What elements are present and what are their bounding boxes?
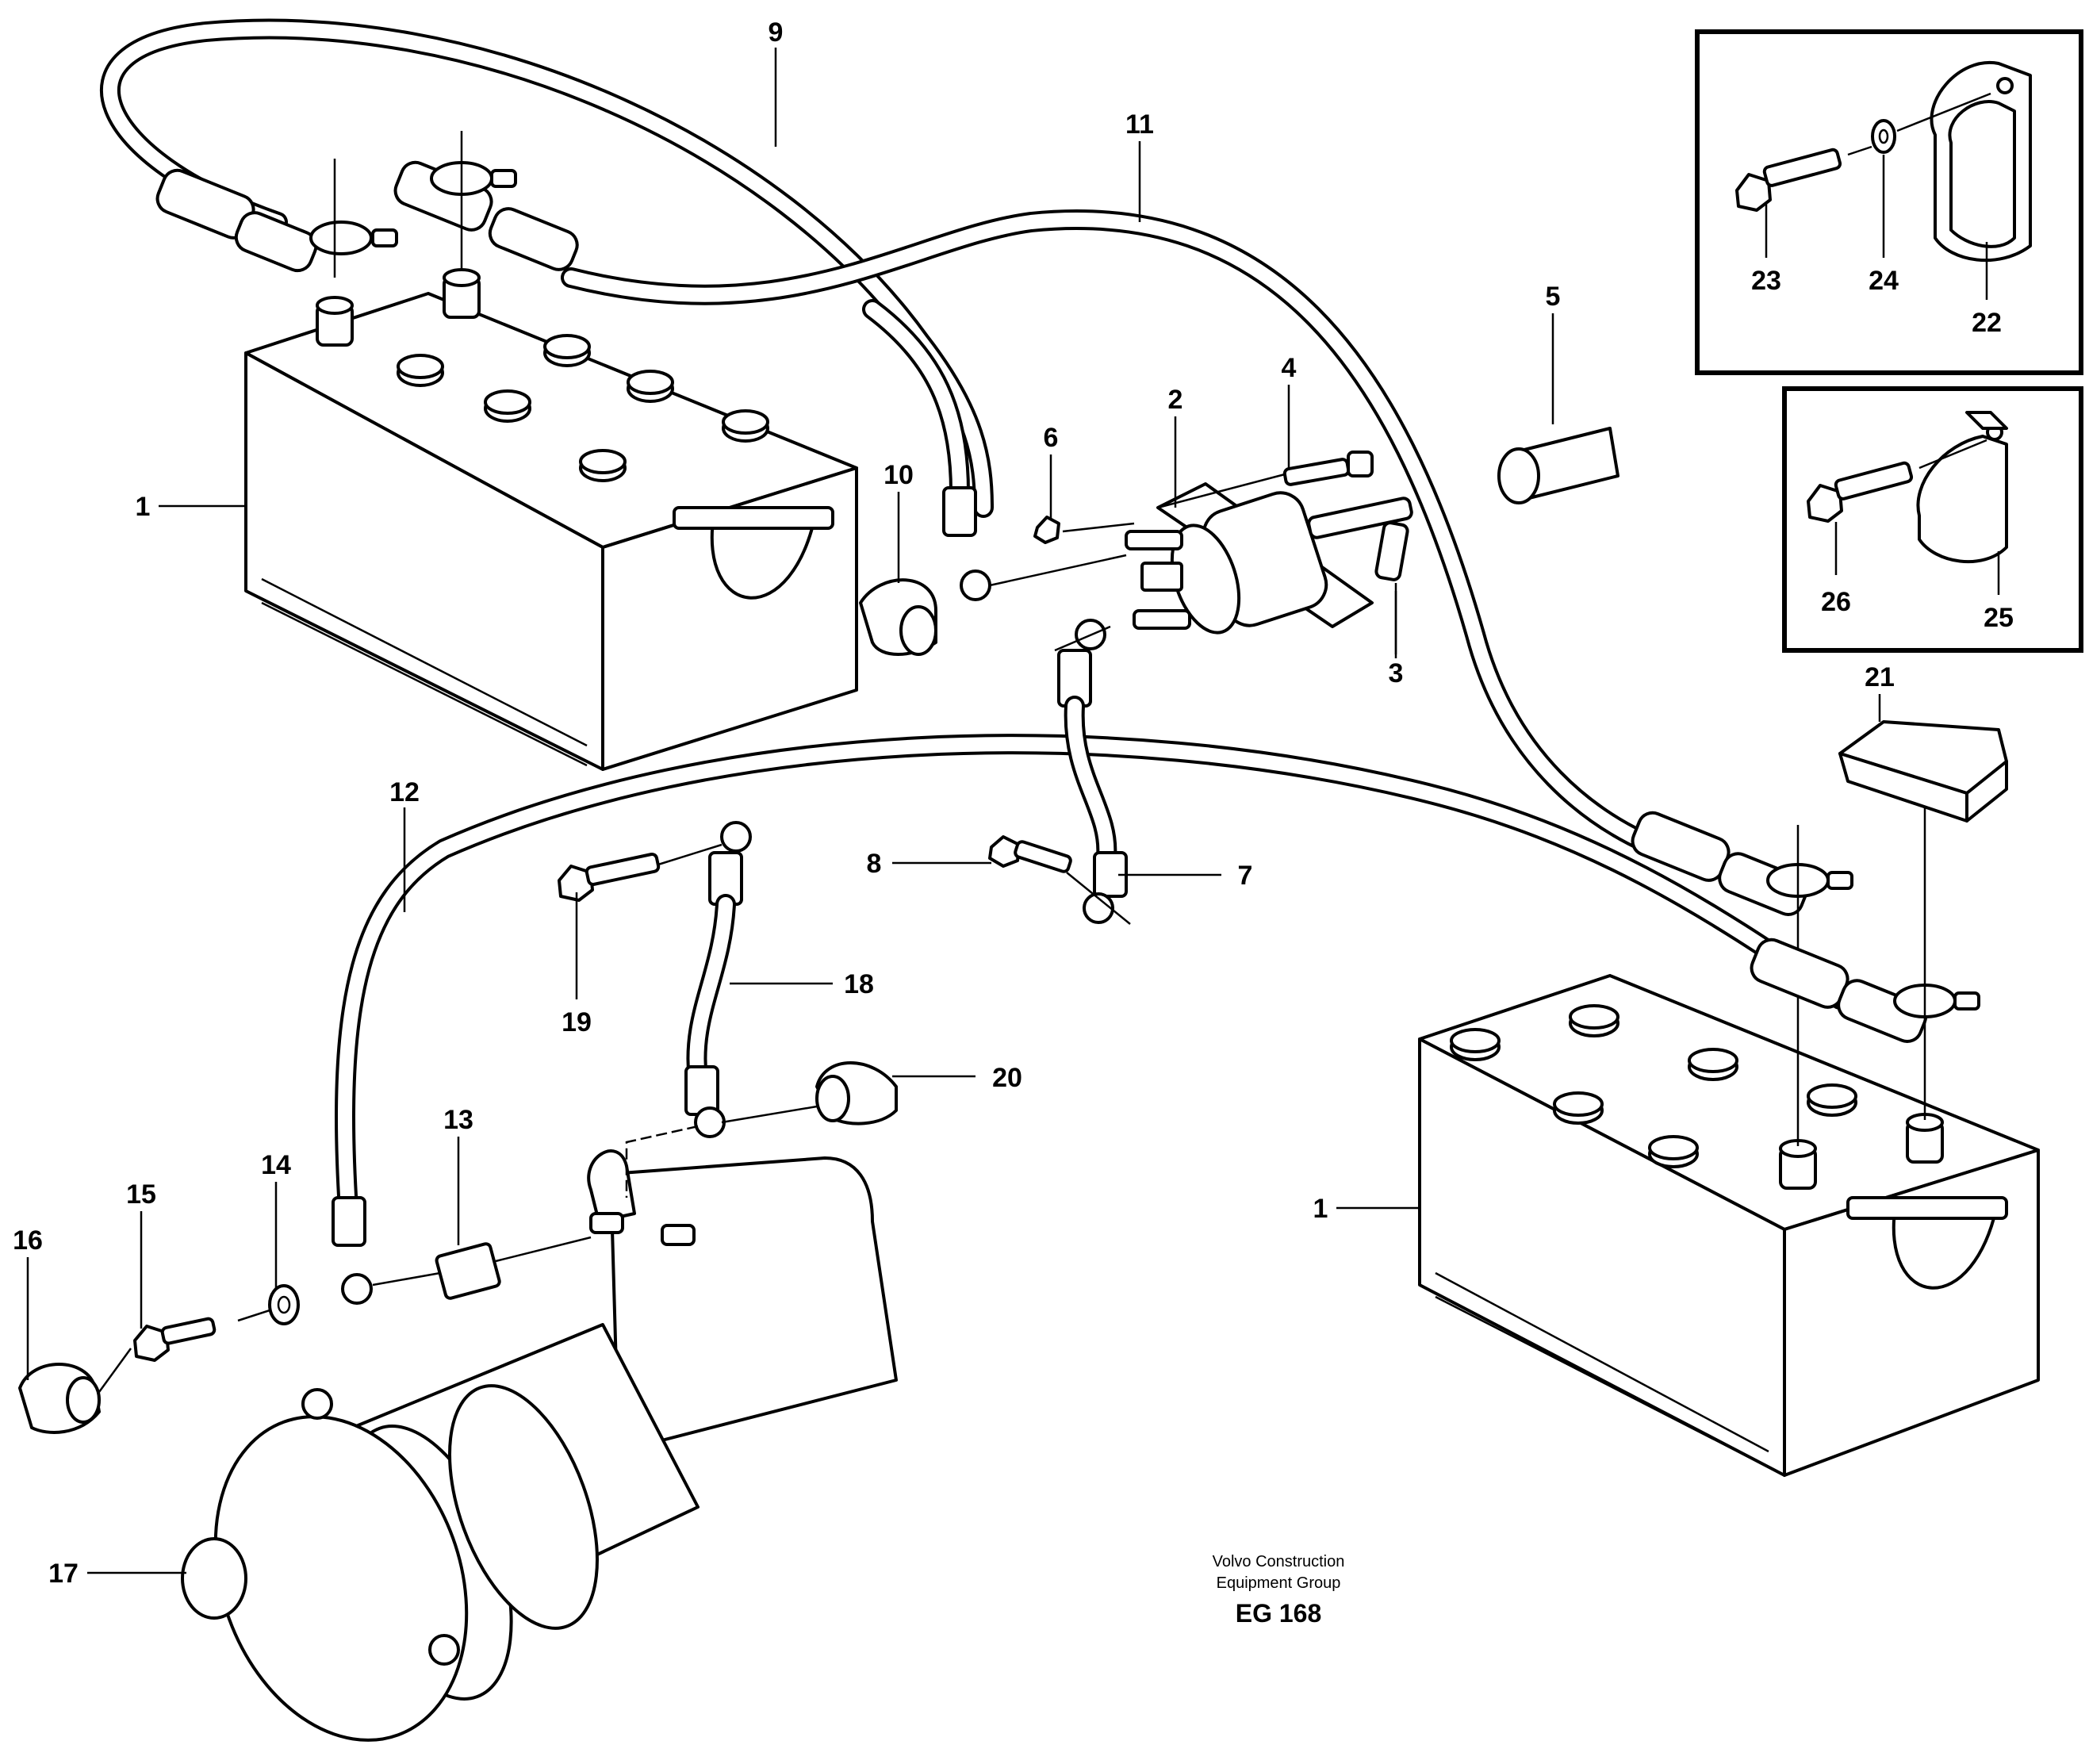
battery-bottom	[1418, 974, 2040, 1477]
callout-6: 6	[1044, 423, 1059, 453]
terminal-clamp	[1631, 811, 1853, 1146]
boot	[18, 1348, 132, 1434]
cable-end	[332, 1196, 441, 1305]
bolt	[988, 835, 1131, 925]
inset-clamp-large	[1695, 29, 2083, 375]
callout-16: 16	[13, 1225, 43, 1256]
callout-23: 23	[1751, 266, 1781, 296]
callout-7: 7	[1238, 861, 1253, 891]
battery-top	[244, 268, 858, 771]
callout-1: 1	[136, 492, 151, 522]
callout-19: 19	[562, 1007, 592, 1037]
callout-26: 26	[1821, 587, 1851, 617]
callout-3: 3	[1389, 658, 1404, 688]
caption-code: EG 168	[1236, 1599, 1322, 1628]
caption-line-2: Equipment Group	[1217, 1574, 1341, 1592]
callout-9: 9	[769, 17, 784, 48]
boot	[859, 578, 937, 656]
cable-12	[335, 734, 1850, 1232]
caption-line-1: Volvo Construction	[1213, 1553, 1345, 1570]
cable-end	[862, 299, 1127, 601]
callout-8: 8	[867, 849, 882, 879]
relay	[1125, 482, 1413, 635]
callout-14: 14	[261, 1150, 291, 1180]
callout-24: 24	[1869, 266, 1899, 296]
callout-2: 2	[1168, 385, 1183, 415]
callout-13: 13	[443, 1105, 473, 1135]
battery-cap	[397, 334, 769, 482]
callout-15: 15	[126, 1179, 156, 1210]
washer	[268, 1284, 300, 1325]
callout-5: 5	[1546, 282, 1561, 312]
callout-22: 22	[1972, 308, 2002, 338]
callout-21: 21	[1865, 662, 1895, 692]
bolt	[1157, 451, 1374, 509]
ground-strap	[1054, 619, 1128, 924]
cable-11	[561, 209, 1692, 867]
callout-leaders	[26, 48, 2000, 1574]
callout-12: 12	[389, 777, 420, 807]
battery-terminal	[316, 268, 481, 347]
terminal-cover	[1838, 720, 2008, 823]
callout-25: 25	[1984, 603, 2014, 633]
starter-motor	[181, 1149, 898, 1742]
callout-20: 20	[992, 1063, 1022, 1093]
cable-9	[100, 18, 994, 518]
callout-17: 17	[48, 1559, 79, 1589]
caption: Volvo Construction Equipment Group EG 16…	[1213, 1553, 1345, 1628]
nut	[1033, 516, 1135, 544]
callout-11: 11	[1125, 109, 1154, 140]
callout-10: 10	[884, 460, 914, 490]
bolt	[558, 843, 723, 902]
callout-18: 18	[844, 969, 874, 999]
inset-clamp-small	[1782, 386, 2083, 653]
callout-1: 1	[1313, 1194, 1328, 1224]
ground-strap	[625, 821, 752, 1198]
bolt	[133, 1309, 270, 1362]
callout-4: 4	[1282, 353, 1297, 383]
battery-terminal	[1779, 1113, 1944, 1190]
terminal-clamp	[155, 159, 398, 278]
battery-cap	[1450, 1004, 1857, 1168]
boot	[721, 1061, 898, 1126]
hex-spacer	[435, 1236, 592, 1300]
protective-cap	[1497, 427, 1619, 504]
callout-labels: 1 1 2 3 4 5 6 7 8 9 10 11 12 13 14 15 16…	[13, 17, 2014, 1589]
terminal-clamp	[1750, 793, 1980, 1120]
relay-tab	[1374, 521, 1409, 658]
terminal-clamp	[393, 131, 579, 271]
